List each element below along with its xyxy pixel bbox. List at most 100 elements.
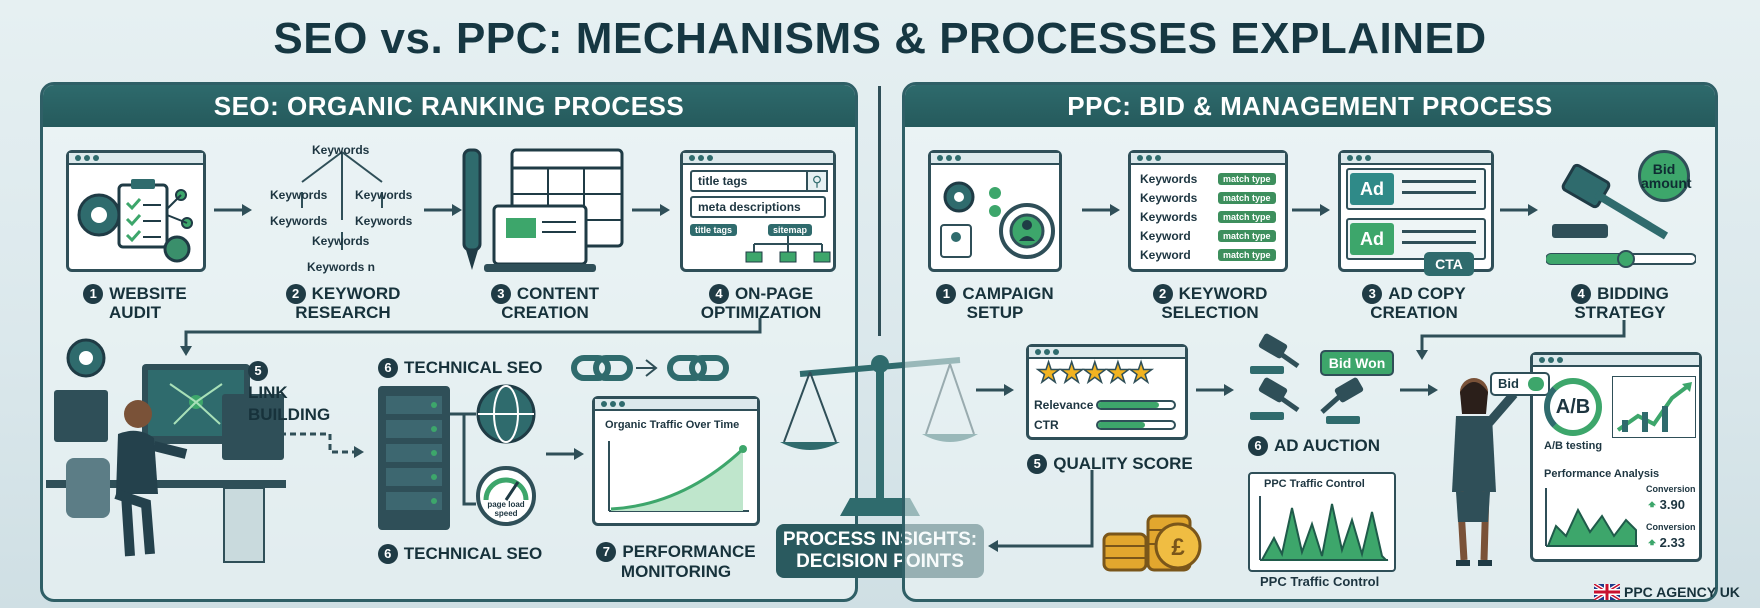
keyword-label: Keywords xyxy=(270,214,328,228)
toggle-icon xyxy=(1528,377,1544,391)
brand-logo: PPC AGENCY UK xyxy=(1592,582,1740,602)
keyword-label: Keywords n xyxy=(307,260,376,274)
brand-name: PPC AGENCY UK xyxy=(1624,584,1740,600)
server-rack-icon xyxy=(378,384,536,530)
five-star-rating-icon: ★★★★★ xyxy=(1035,356,1154,389)
page-load-speed-label: page load speed xyxy=(487,500,525,518)
keyword-tree-icon xyxy=(301,151,383,250)
arrow-up-icon: 🠹 xyxy=(1648,497,1657,512)
ppc-keyword-label: Keywords xyxy=(1140,191,1198,205)
arrow-up-icon: 🠹 xyxy=(1648,535,1657,550)
match-type-chip: match type xyxy=(1218,249,1276,261)
ad-badge: Ad xyxy=(1350,173,1394,205)
arrow-icon xyxy=(1196,384,1234,396)
ppc-keyword-label: Keyword xyxy=(1140,248,1191,262)
ab-text: A/B xyxy=(1555,396,1591,418)
uk-flag-icon xyxy=(1592,582,1622,602)
title-tags-field: title tags xyxy=(690,170,814,192)
conversion-value-2: 🠹 2.33 xyxy=(1648,535,1685,550)
organic-traffic-window: Organic Traffic Over Time xyxy=(592,396,760,526)
audit-window xyxy=(66,150,206,272)
ab-testing-label: A/B testing xyxy=(1544,440,1603,452)
ppc-keyword-label: Keyword xyxy=(1140,229,1191,243)
page-title: SEO vs. PPC: MECHANISMS & PROCESSES EXPL… xyxy=(273,14,1487,63)
keyword-label: Keywords xyxy=(270,188,328,202)
arrow-icon xyxy=(1400,384,1438,396)
arrow-icon xyxy=(214,204,252,216)
conversion-value-1: 🠹 3.90 xyxy=(1648,497,1685,512)
bid-amount-badge: Bid amount xyxy=(1638,150,1692,202)
arrow-icon xyxy=(1082,204,1120,216)
center-divider xyxy=(878,86,881,336)
analyst-person-icon xyxy=(1452,378,1518,566)
cta-button[interactable]: CTA xyxy=(1424,252,1474,276)
match-type-chip: match type xyxy=(1218,192,1276,204)
meta-descriptions-field: meta descriptions xyxy=(690,196,826,218)
arrow-icon xyxy=(424,204,462,216)
audit-gears-icon xyxy=(77,179,193,263)
traffic-waveform xyxy=(1259,496,1389,561)
bid-button-label: Bid xyxy=(1498,376,1519,391)
campaign-target-icon xyxy=(940,181,1055,259)
ppc-traffic-chart: PPC Traffic Control xyxy=(1248,472,1396,572)
conversion-label-2: Conversion xyxy=(1646,522,1696,532)
ppc-keyword-label: Keywords xyxy=(1140,210,1198,224)
keyword-label: Keywords xyxy=(312,143,370,157)
auction-gavels-icon xyxy=(1250,333,1364,424)
performance-analysis-title: Performance Analysis xyxy=(1544,468,1660,480)
seo-panel-header: SEO: ORGANIC RANKING PROCESS xyxy=(43,85,855,127)
match-type-chip: match type xyxy=(1218,230,1276,242)
ad-copy-lines xyxy=(1402,180,1476,194)
sitemap-node: sitemap xyxy=(768,224,813,236)
chain-link-icon xyxy=(571,355,729,381)
ad-badge: Ad xyxy=(1350,223,1394,255)
ctr-label: CTR xyxy=(1034,418,1059,432)
organic-traffic-curve xyxy=(608,441,749,512)
arrow-icon xyxy=(1500,204,1538,216)
sitemap-tree-icon xyxy=(745,236,831,263)
arrow-icon xyxy=(546,448,584,460)
content-creation-icon xyxy=(462,148,624,272)
growth-chart-icon xyxy=(1612,376,1696,438)
ad-copy-lines xyxy=(1402,230,1476,244)
relevance-label: Relevance xyxy=(1034,398,1094,412)
link-building-scene-icon xyxy=(46,338,286,563)
bid-amount-text: Bid amount xyxy=(1641,161,1692,191)
search-icon: ⚲ xyxy=(806,170,828,192)
ppc-panel-header: PPC: BID & MANAGEMENT PROCESS xyxy=(905,85,1715,127)
match-type-chip: match type xyxy=(1218,211,1276,223)
flow-connector xyxy=(988,470,1094,552)
pound-coins-icon: £ xyxy=(1102,514,1202,572)
keyword-label: Keywords xyxy=(312,234,370,248)
svg-text:£: £ xyxy=(1171,534,1185,561)
ctr-bar xyxy=(1096,420,1176,430)
bid-button[interactable]: Bid xyxy=(1490,372,1550,396)
arrow-icon xyxy=(976,384,1014,396)
conversion-label-1: Conversion xyxy=(1646,484,1696,494)
gavel-icon xyxy=(1546,163,1696,268)
keyword-label: Keywords xyxy=(355,214,413,228)
flow-connector xyxy=(1416,320,1626,360)
arrow-icon xyxy=(632,204,670,216)
ab-test-badge: A/B xyxy=(1544,378,1602,436)
bid-won-text: Bid Won xyxy=(1328,355,1386,371)
relevance-bar xyxy=(1096,400,1176,410)
ppc-keyword-label: Keywords xyxy=(1140,172,1198,186)
match-type-chip: match type xyxy=(1218,173,1276,185)
arrow-icon xyxy=(1292,204,1330,216)
keyword-label: Keywords xyxy=(355,188,413,202)
organic-traffic-chart-title: Organic Traffic Over Time xyxy=(605,419,740,431)
